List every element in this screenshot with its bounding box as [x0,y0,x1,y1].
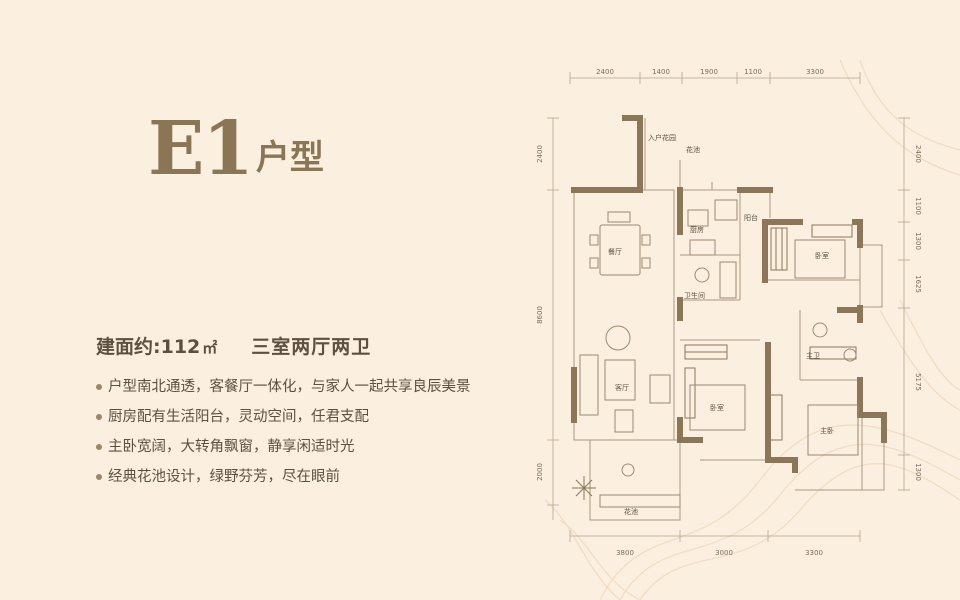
feature-text: 厨房配有生活阳台，灵动空间，任君支配 [108,409,369,425]
feature-item: 厨房配有生活阳台，灵动空间，任君支配 [96,402,471,432]
page-title: E1 户型 [148,96,324,186]
dim-left-1: 2400 [536,145,544,163]
room-master-bath: 主卫 [806,351,820,360]
room-labels: 入户花园 花池 厨房 阳台 餐厅 卫生间 卧室 主卫 客厅 卧室 主卧 花池 [608,133,834,516]
room-entry-garden: 入户花园 [648,133,676,142]
feature-item: 户型南北通透，客餐厅一体化，与家人一起共享良辰美景 [96,372,471,402]
outer-walls [571,115,887,473]
bullet-icon [96,474,102,480]
room-flower-bed-bottom: 花池 [624,507,638,516]
dim-top-5: 3300 [806,68,824,76]
room-dining: 餐厅 [608,247,622,256]
room-bedroom-ne: 卧室 [815,251,829,260]
room-balcony: 阳台 [744,213,758,222]
bullet-icon [96,444,102,450]
feature-text: 主卧宽阔，大转角飘窗，静享闲适时光 [108,439,355,455]
dim-bottom-2: 3000 [715,549,733,557]
dim-right-6: 1300 [914,463,922,481]
furniture [579,199,859,508]
dim-top-1: 2400 [596,68,614,76]
feature-list: 户型南北通透，客餐厅一体化，与家人一起共享良辰美景 厨房配有生活阳台，灵动空间，… [96,372,471,492]
bullet-icon [96,384,102,390]
window-marks [684,224,857,441]
dim-left-3: 2000 [536,463,544,481]
room-bathroom: 卫生间 [684,291,705,300]
feature-text: 经典花池设计，绿野芬芳，尽在眼前 [108,469,340,485]
dim-right-4: 1625 [914,275,922,293]
feature-text: 户型南北通透，客餐厅一体化，与家人一起共享良辰美景 [108,379,471,395]
dim-right-2: 1100 [914,197,922,215]
dimension-labels: 2400 1400 1900 1100 3300 3800 3000 3300 … [536,68,922,557]
area-unit: ㎡ [202,339,218,357]
dim-right-3: 1300 [914,232,922,250]
room-master-bedroom: 主卧 [820,426,834,435]
dim-left-2: 8600 [536,306,544,324]
feature-item: 经典花池设计，绿野芬芳，尽在眼前 [96,462,471,492]
dim-bottom-3: 3300 [805,549,823,557]
dim-top-2: 1400 [652,68,670,76]
title-main: E1 [148,106,254,192]
title-suffix: 户型 [255,138,324,178]
dim-top-4: 1100 [744,68,762,76]
feature-item: 主卧宽阔，大转角飘窗，静享闲适时光 [96,432,471,462]
inner-walls [573,118,885,521]
layout-type: 三室两厅两卫 [251,336,372,358]
room-kitchen: 厨房 [690,225,704,234]
floor-plan: 2400 1400 1900 1100 3300 3800 3000 3300 … [536,68,922,557]
area-spec: 建面约:112 ㎡ 三室两厅两卫 [96,332,371,359]
area-label: 建面约:112 [96,336,201,358]
dimension-lines [547,72,910,542]
dim-right-5: 5175 [914,373,922,391]
dim-bottom-1: 3800 [616,549,634,557]
plant-icon [572,476,596,500]
bullet-icon [96,414,102,420]
room-bedroom-s: 卧室 [710,403,724,412]
dim-top-3: 1900 [700,68,718,76]
room-flower-bed-top: 花池 [686,145,700,154]
dim-right-1: 2400 [914,145,922,163]
room-living: 客厅 [615,383,629,392]
